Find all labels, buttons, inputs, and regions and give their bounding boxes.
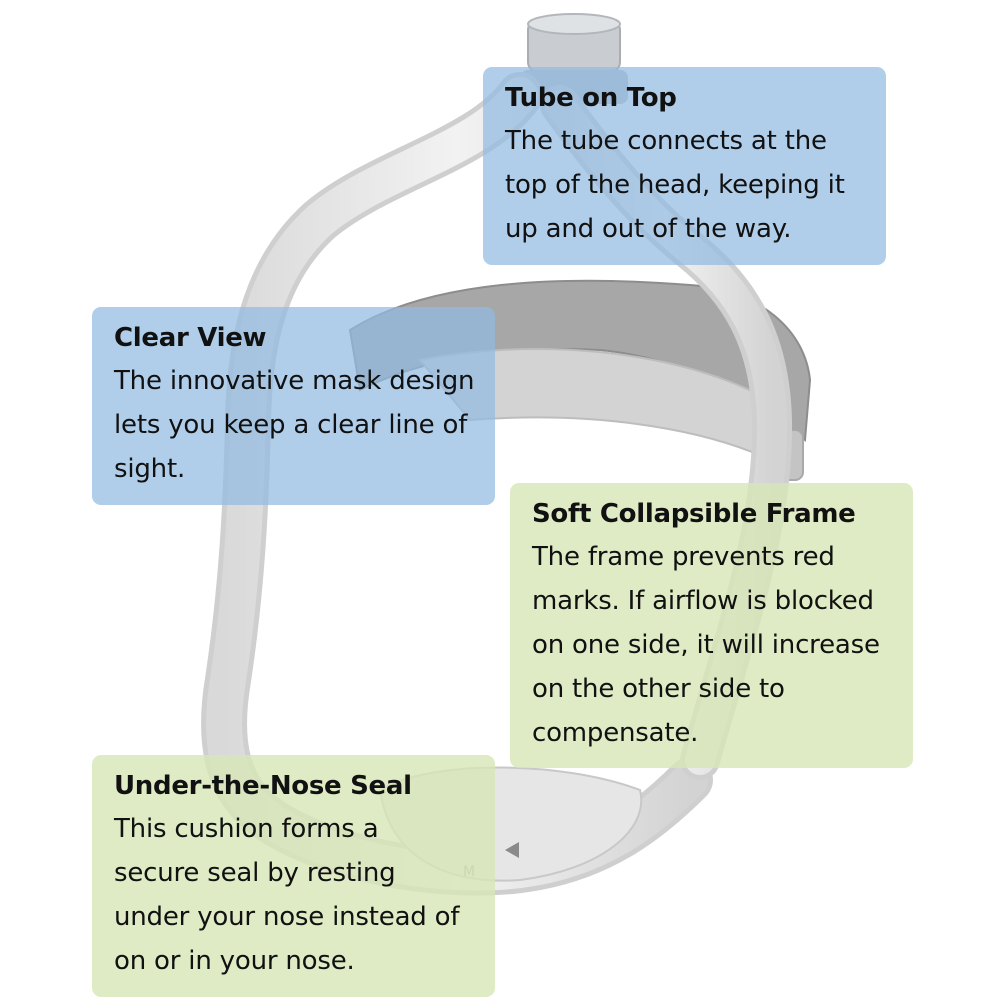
callout-line: sight. [114, 454, 186, 484]
callout-line: up and out of the way. [505, 214, 792, 244]
callout-body: The tube connects at the top of the head… [505, 119, 866, 251]
callout-line: This cushion forms a [114, 814, 379, 844]
callout-line: under your nose instead of [114, 902, 460, 932]
callout-body: This cushion forms a secure seal by rest… [114, 807, 475, 983]
callout-line: The tube connects at the [505, 126, 827, 156]
callout-body: The frame prevents red marks. If airflow… [532, 535, 893, 755]
callout-line: on or in your nose. [114, 946, 355, 976]
callout-line: marks. If airflow is blocked [532, 586, 874, 616]
callout-line: The frame prevents red [532, 542, 835, 572]
callout-line: lets you keep a clear line of [114, 410, 468, 440]
callout-clear-view: Clear View The innovative mask design le… [92, 307, 495, 505]
callout-body: The innovative mask design lets you keep… [114, 359, 475, 491]
callout-soft-collapsible-frame: Soft Collapsible Frame The frame prevent… [510, 483, 913, 768]
callout-line: The innovative mask design [114, 366, 475, 396]
callout-line: on the other side to [532, 674, 785, 704]
callout-title: Tube on Top [505, 83, 677, 113]
callout-line: top of the head, keeping it [505, 170, 845, 200]
callout-tube-on-top: Tube on Top The tube connects at the top… [483, 67, 886, 265]
callout-title: Under-the-Nose Seal [114, 771, 412, 801]
callout-line: on one side, it will increase [532, 630, 880, 660]
callout-title: Clear View [114, 323, 267, 353]
callout-line: compensate. [532, 718, 699, 748]
callout-title: Soft Collapsible Frame [532, 499, 856, 529]
callout-line: secure seal by resting [114, 858, 396, 888]
callout-under-the-nose-seal: Under-the-Nose Seal This cushion forms a… [92, 755, 495, 997]
